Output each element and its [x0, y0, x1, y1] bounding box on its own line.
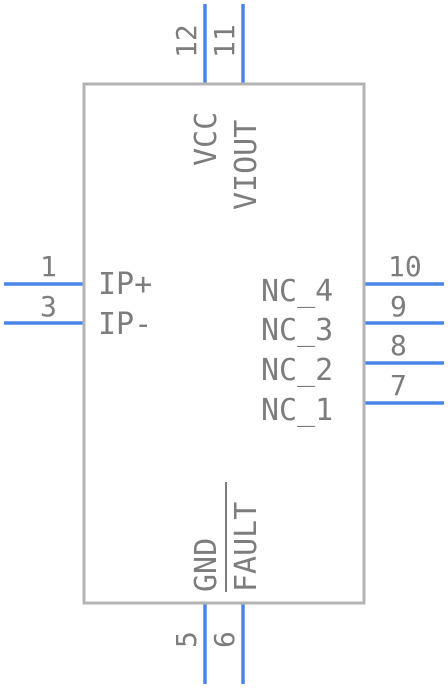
pin-8-number: 8	[390, 329, 407, 362]
pin-3-number: 3	[40, 290, 57, 323]
pin-5-number: 5	[170, 631, 203, 648]
pin-3-name: IP-	[98, 307, 152, 342]
pin-10-number: 10	[388, 250, 422, 283]
pin-5-name: GND	[189, 538, 224, 592]
pin-11-number: 11	[208, 24, 241, 58]
pin-12-name: VCC	[189, 112, 224, 166]
pin-6-number: 6	[208, 631, 241, 648]
component-body	[82, 82, 366, 605]
pin-9-name: NC_3	[261, 313, 333, 348]
pin-11-name: VIOUT	[229, 120, 264, 210]
pin-7-number: 7	[390, 369, 407, 402]
pin-1-name: IP+	[98, 267, 152, 302]
pin-1-number: 1	[40, 250, 57, 283]
pin-9-number: 9	[390, 290, 407, 323]
pin-10-name: NC_4	[261, 274, 333, 309]
pin-12-number: 12	[170, 24, 203, 58]
pin-8-name: NC_2	[261, 353, 333, 388]
pin-6-name: FAULT	[229, 502, 264, 592]
pin-7-name: NC_1	[261, 393, 333, 428]
